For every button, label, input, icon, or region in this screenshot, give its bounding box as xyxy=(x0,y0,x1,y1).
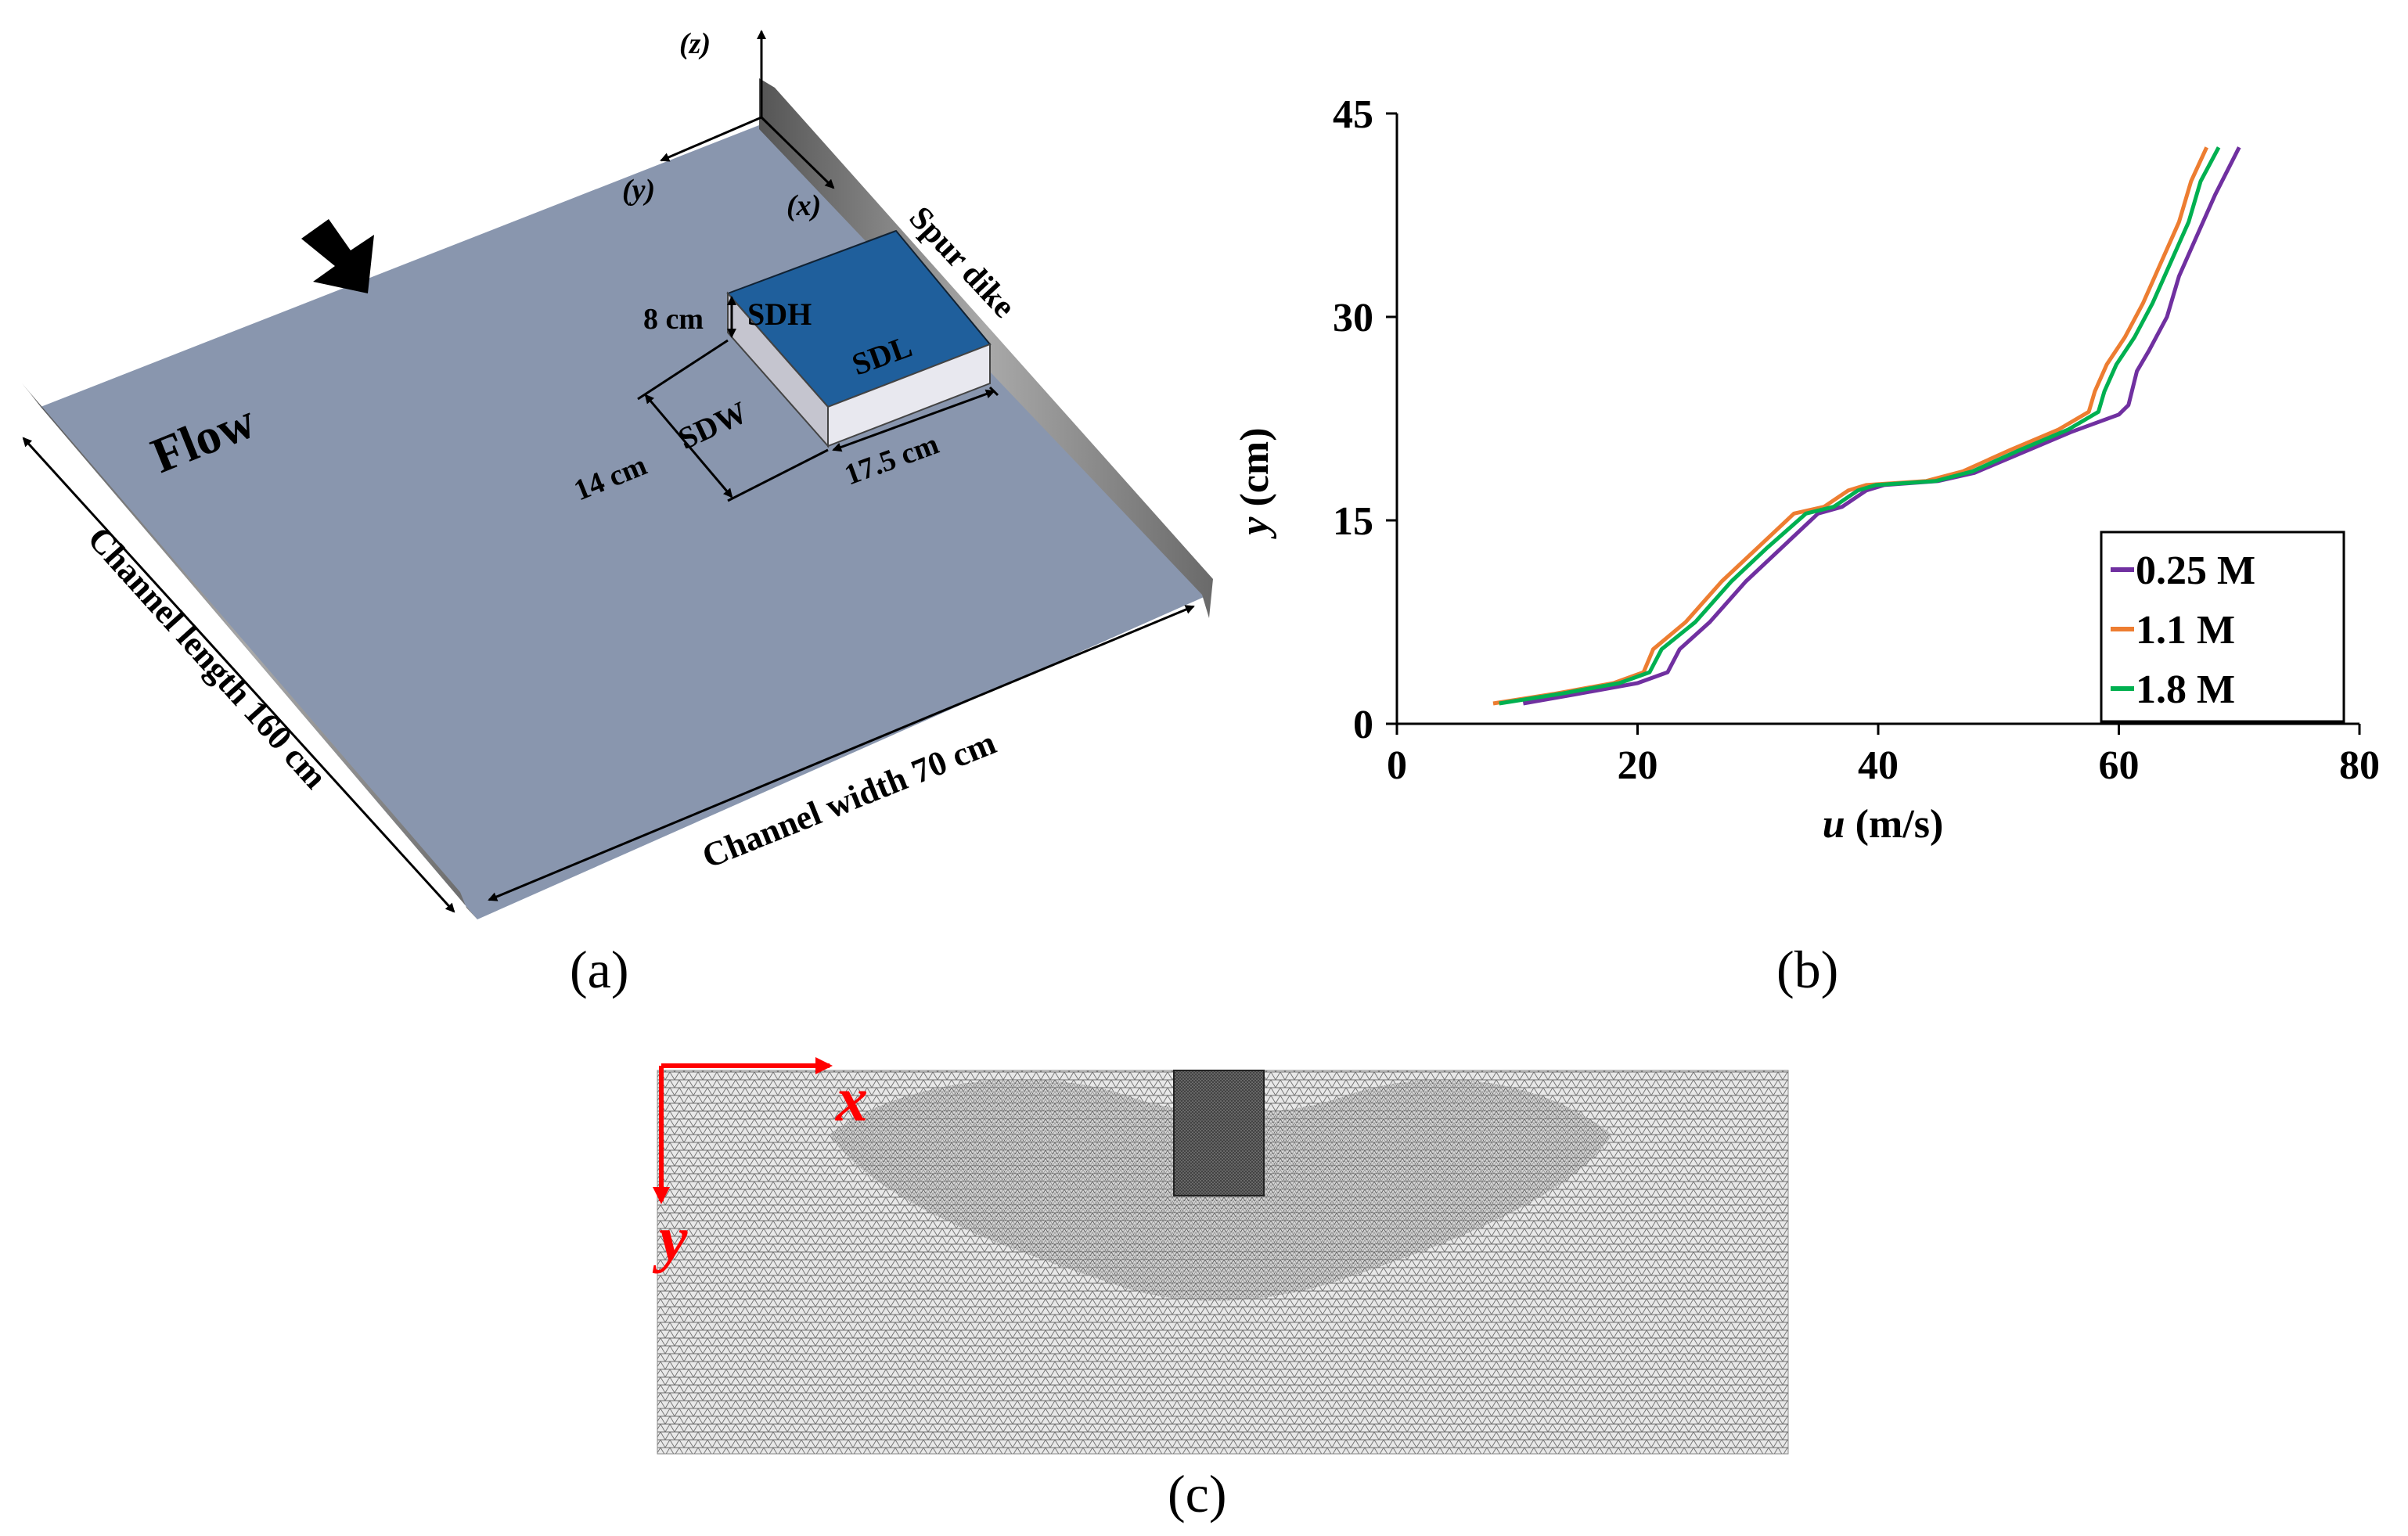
y-tick-label: 15 xyxy=(1333,499,1373,544)
width-ext-top xyxy=(637,339,729,401)
x-tick-label: 20 xyxy=(1618,743,1658,788)
flow-arrow-icon xyxy=(301,219,374,293)
x-tick-label: 40 xyxy=(1858,743,1899,788)
x-tick-label: 80 xyxy=(2339,743,2380,788)
legend-box xyxy=(2100,531,2345,723)
x-tick-label: 60 xyxy=(2099,743,2140,788)
y-axis-arrow xyxy=(660,116,762,162)
height-dimension: 8 cm xyxy=(643,303,704,336)
length-dimension-line xyxy=(832,389,995,452)
legend-label: 0.25 M xyxy=(2136,549,2255,593)
y-axis-label: (y) xyxy=(622,174,655,207)
series-line-3 xyxy=(1499,146,2221,706)
panel-c-label: (c) xyxy=(1168,1464,1227,1523)
y-tick-label: 0 xyxy=(1353,703,1373,747)
channel-length-line xyxy=(22,437,455,913)
width-dimension-line xyxy=(644,394,733,498)
sdh-label: SDH xyxy=(747,297,812,332)
channel-width-line xyxy=(488,605,1195,901)
z-axis-label: (z) xyxy=(679,27,711,60)
width-ext-bottom xyxy=(727,448,829,502)
spur-dike-mesh xyxy=(1173,1070,1265,1196)
legend-label: 1.1 M xyxy=(2136,608,2235,653)
channel-bed xyxy=(41,125,1209,919)
x-tick-label: 0 xyxy=(1387,743,1407,788)
panel-a-flume-schematic: (z) (y) (x) SDH SDL Spur dike 8 cm SDW 1… xyxy=(22,27,1213,919)
panel-b-velocity-chart: 0 20 40 60 80 0 15 30 45 u (m/s) y (cm) 0.25 M 1.… xyxy=(1233,92,2380,847)
series-group xyxy=(1492,146,2241,706)
y-tick-label: 45 xyxy=(1333,92,1373,137)
mesh-x-label: x xyxy=(835,1063,868,1135)
series-line-2 xyxy=(1492,146,2208,706)
x-axis-arrow xyxy=(760,116,835,189)
tick-labels: 0 20 40 60 80 0 15 30 45 xyxy=(1333,92,2380,788)
legend: 0.25 M 1.1 M 1.8 M xyxy=(2100,531,2345,723)
x-axis-title: u (m/s) xyxy=(1823,802,1944,847)
panel-b-label: (b) xyxy=(1776,940,1839,999)
x-axis-label: (x) xyxy=(786,189,821,222)
panel-a-label: (a) xyxy=(570,940,629,999)
y-axis-title: y (cm) xyxy=(1233,427,1277,539)
legend-label: 1.8 M xyxy=(2136,667,2235,712)
y-tick-label: 30 xyxy=(1333,296,1373,340)
panel-c-mesh: x y xyxy=(652,1057,1789,1455)
